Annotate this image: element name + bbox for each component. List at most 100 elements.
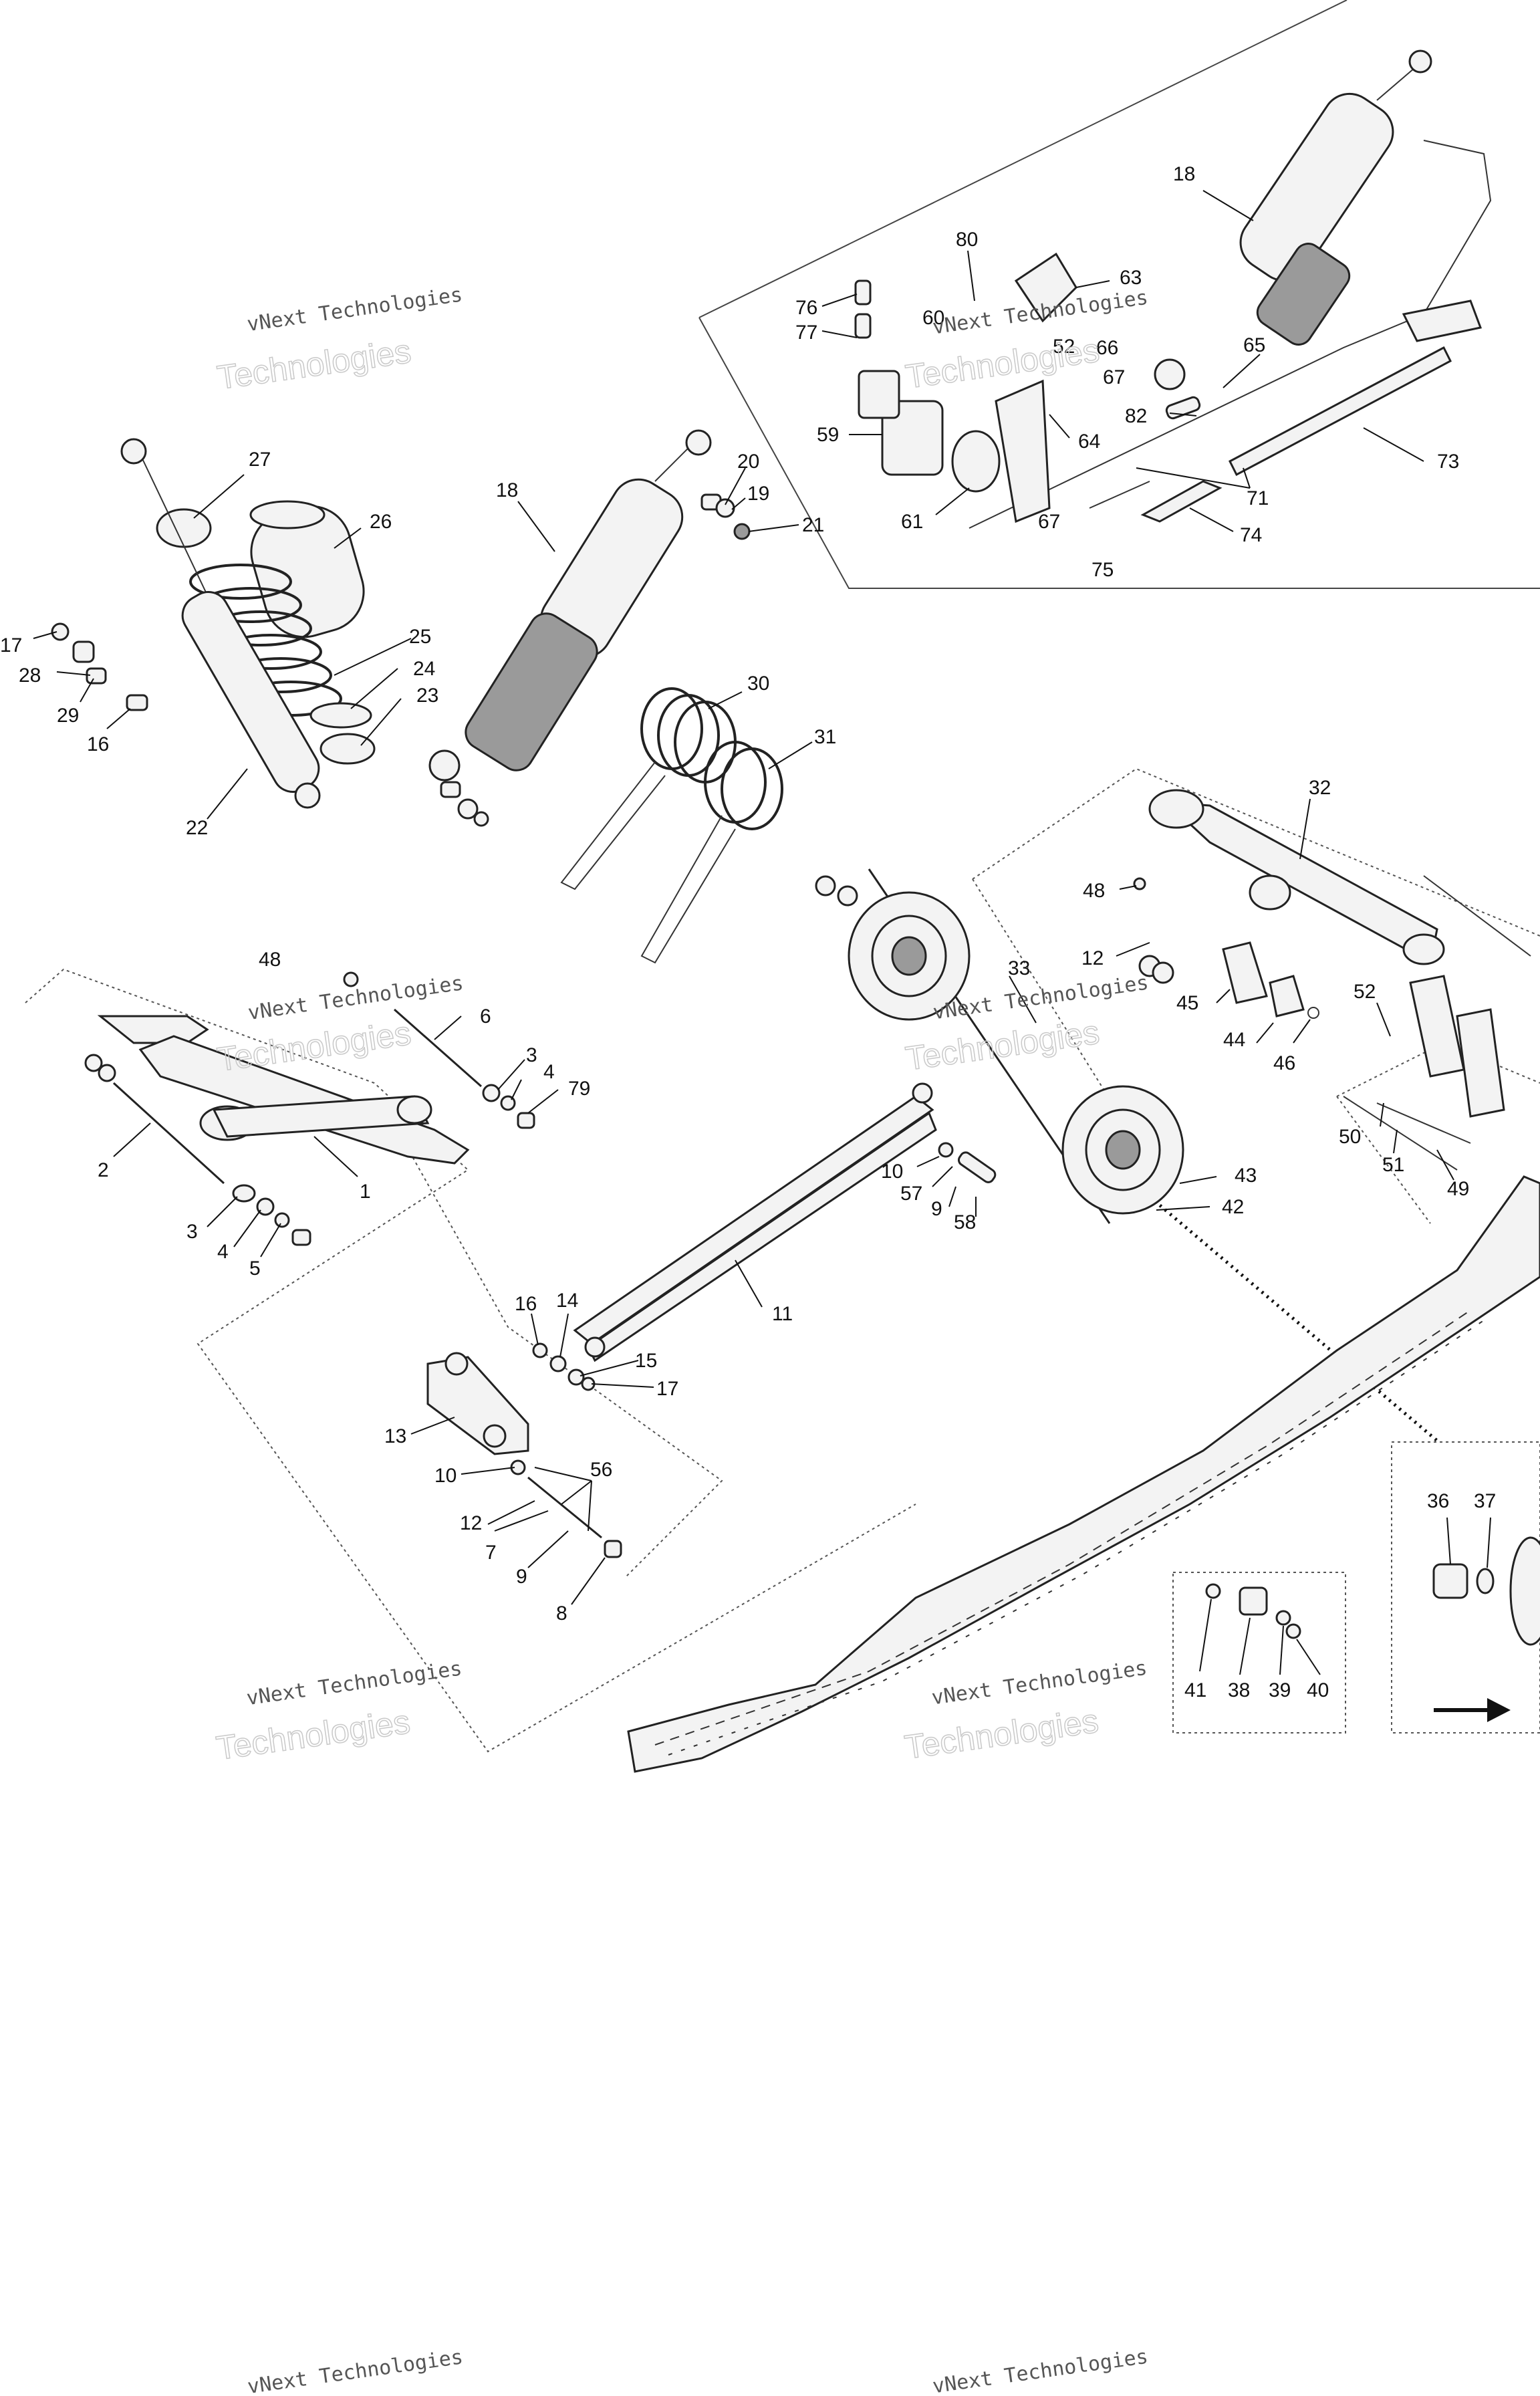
motor-59 bbox=[854, 279, 944, 476]
callout-label: 28 bbox=[19, 665, 41, 687]
callout-label: 26 bbox=[370, 511, 392, 533]
callout-label: 14 bbox=[556, 1290, 578, 1312]
callout-label: 18 bbox=[496, 479, 518, 501]
callout-label: 66 bbox=[1096, 337, 1118, 359]
cable-65 bbox=[969, 140, 1492, 529]
callout-label: 71 bbox=[1247, 487, 1269, 509]
callout-label: 12 bbox=[460, 1512, 482, 1534]
callout-label: 22 bbox=[186, 817, 208, 839]
bracket-top-right bbox=[1402, 300, 1483, 342]
callout-label: 32 bbox=[1309, 777, 1331, 799]
torsion-spring-31 bbox=[640, 741, 783, 964]
watermark-bottom-left: vNext Technologies bbox=[246, 2345, 465, 2396]
watermark-text: vNext Technologies bbox=[245, 283, 464, 336]
callout-labels: 18 80 63 76 77 60 52 66 67 65 59 82 73 6… bbox=[0, 163, 1496, 1701]
callout-label: 20 bbox=[737, 451, 759, 473]
callout-label: 57 bbox=[900, 1183, 922, 1205]
callout-label: 77 bbox=[795, 322, 817, 344]
callout-label: 67 bbox=[1038, 511, 1060, 533]
watermark-lower-left: vNext Technologies Technologies bbox=[213, 1657, 464, 1768]
callout-label: 21 bbox=[802, 514, 824, 536]
rod-11 bbox=[573, 1082, 997, 1362]
callout-label: 58 bbox=[954, 1211, 976, 1233]
link-plate-right bbox=[1343, 875, 1531, 1171]
shock-18-upper bbox=[1154, 49, 1432, 390]
callout-label: 1 bbox=[360, 1181, 371, 1203]
watermark-lower-right: vNext Technologies Technologies bbox=[902, 1657, 1149, 1767]
callout-label: 3 bbox=[526, 1044, 537, 1066]
callout-label: 59 bbox=[817, 424, 839, 446]
idler-wheel-33 bbox=[815, 868, 1184, 1224]
rear-arm-32 bbox=[1148, 789, 1445, 965]
callout-label: 52 bbox=[1354, 981, 1376, 1003]
callout-label: 48 bbox=[1083, 880, 1105, 902]
callout-label: 27 bbox=[249, 449, 271, 471]
callout-label: 74 bbox=[1240, 524, 1262, 546]
hardware-3-4-5-lower bbox=[232, 1184, 311, 1246]
callout-label: 25 bbox=[409, 626, 431, 648]
callout-label: 16 bbox=[515, 1293, 537, 1315]
plate-45-44-46 bbox=[1133, 877, 1319, 1019]
callout-label: 7 bbox=[485, 1542, 497, 1564]
callout-label: 48 bbox=[259, 949, 281, 971]
callout-label: 49 bbox=[1447, 1178, 1469, 1200]
callout-label: 76 bbox=[795, 297, 817, 319]
callout-label: 13 bbox=[384, 1425, 406, 1447]
frame-top-assembly bbox=[698, 0, 1540, 589]
hardware-17-28-29-16 bbox=[51, 622, 148, 711]
callout-label: 5 bbox=[249, 1257, 261, 1280]
link-13 bbox=[426, 1342, 622, 1558]
arrow-icon bbox=[1434, 1698, 1511, 1722]
watermark-bottom-right: vNext Technologies bbox=[931, 2345, 1150, 2396]
callout-label: 60 bbox=[922, 307, 944, 329]
callout-label: 12 bbox=[1081, 947, 1104, 969]
bumper-26 bbox=[249, 500, 365, 638]
strap-75 bbox=[1089, 481, 1150, 509]
callout-label: 50 bbox=[1339, 1126, 1361, 1148]
callout-label: 63 bbox=[1120, 267, 1142, 289]
callout-label: 40 bbox=[1307, 1679, 1329, 1701]
callout-label: 37 bbox=[1474, 1490, 1496, 1512]
callout-label: 61 bbox=[901, 511, 923, 533]
callout-label: 30 bbox=[747, 673, 769, 695]
watermark-mid-left: vNext Technologies Technologies bbox=[215, 971, 465, 1079]
watermark-text: vNext Technologies bbox=[931, 2345, 1150, 2396]
watermark-text: vNext Technologies bbox=[246, 2345, 465, 2396]
frame-detail-36-37 bbox=[1391, 1441, 1540, 1733]
callout-label: 43 bbox=[1235, 1165, 1257, 1187]
bar-73 bbox=[1229, 346, 1452, 477]
leader-lines bbox=[33, 190, 1491, 1675]
callout-label: 41 bbox=[1184, 1679, 1206, 1701]
watermark-text: vNext Technologies bbox=[930, 1657, 1149, 1710]
callout-label: 38 bbox=[1228, 1679, 1250, 1701]
watermark-text: vNext Technologies bbox=[245, 1657, 464, 1710]
callout-label: 79 bbox=[568, 1078, 590, 1100]
callout-label: 36 bbox=[1427, 1490, 1449, 1512]
watermark-top-left: vNext Technologies Technologies bbox=[215, 283, 464, 397]
callout-label: 3 bbox=[186, 1221, 198, 1243]
callout-label: 10 bbox=[881, 1161, 903, 1183]
callout-label: 17 bbox=[0, 634, 22, 656]
callout-label: 19 bbox=[747, 483, 769, 505]
torsion-spring-30 bbox=[560, 687, 737, 890]
callout-label: 52 bbox=[1053, 336, 1075, 358]
frame-detail-41-40 bbox=[1172, 1572, 1346, 1733]
callout-label: 11 bbox=[772, 1303, 793, 1325]
callout-label: 17 bbox=[656, 1378, 678, 1400]
frame-front-arm bbox=[25, 968, 916, 1753]
callout-label: 73 bbox=[1437, 451, 1459, 473]
watermark-outline: Technologies bbox=[903, 332, 1102, 396]
callout-label: 23 bbox=[416, 685, 438, 707]
callout-label: 16 bbox=[87, 733, 109, 755]
callout-label: 64 bbox=[1078, 431, 1100, 453]
frame-right-bracket bbox=[1336, 1042, 1540, 1224]
mount-61 bbox=[951, 379, 1051, 523]
clip-23 bbox=[319, 733, 376, 765]
callout-label: 10 bbox=[434, 1465, 457, 1487]
callout-label: 82 bbox=[1125, 405, 1147, 427]
callout-label: 29 bbox=[57, 705, 79, 727]
callout-label: 9 bbox=[931, 1198, 942, 1220]
watermark-outline: Technologies bbox=[902, 1702, 1101, 1766]
detail-36-37-parts bbox=[1432, 1536, 1540, 1646]
callout-label: 24 bbox=[413, 658, 435, 680]
